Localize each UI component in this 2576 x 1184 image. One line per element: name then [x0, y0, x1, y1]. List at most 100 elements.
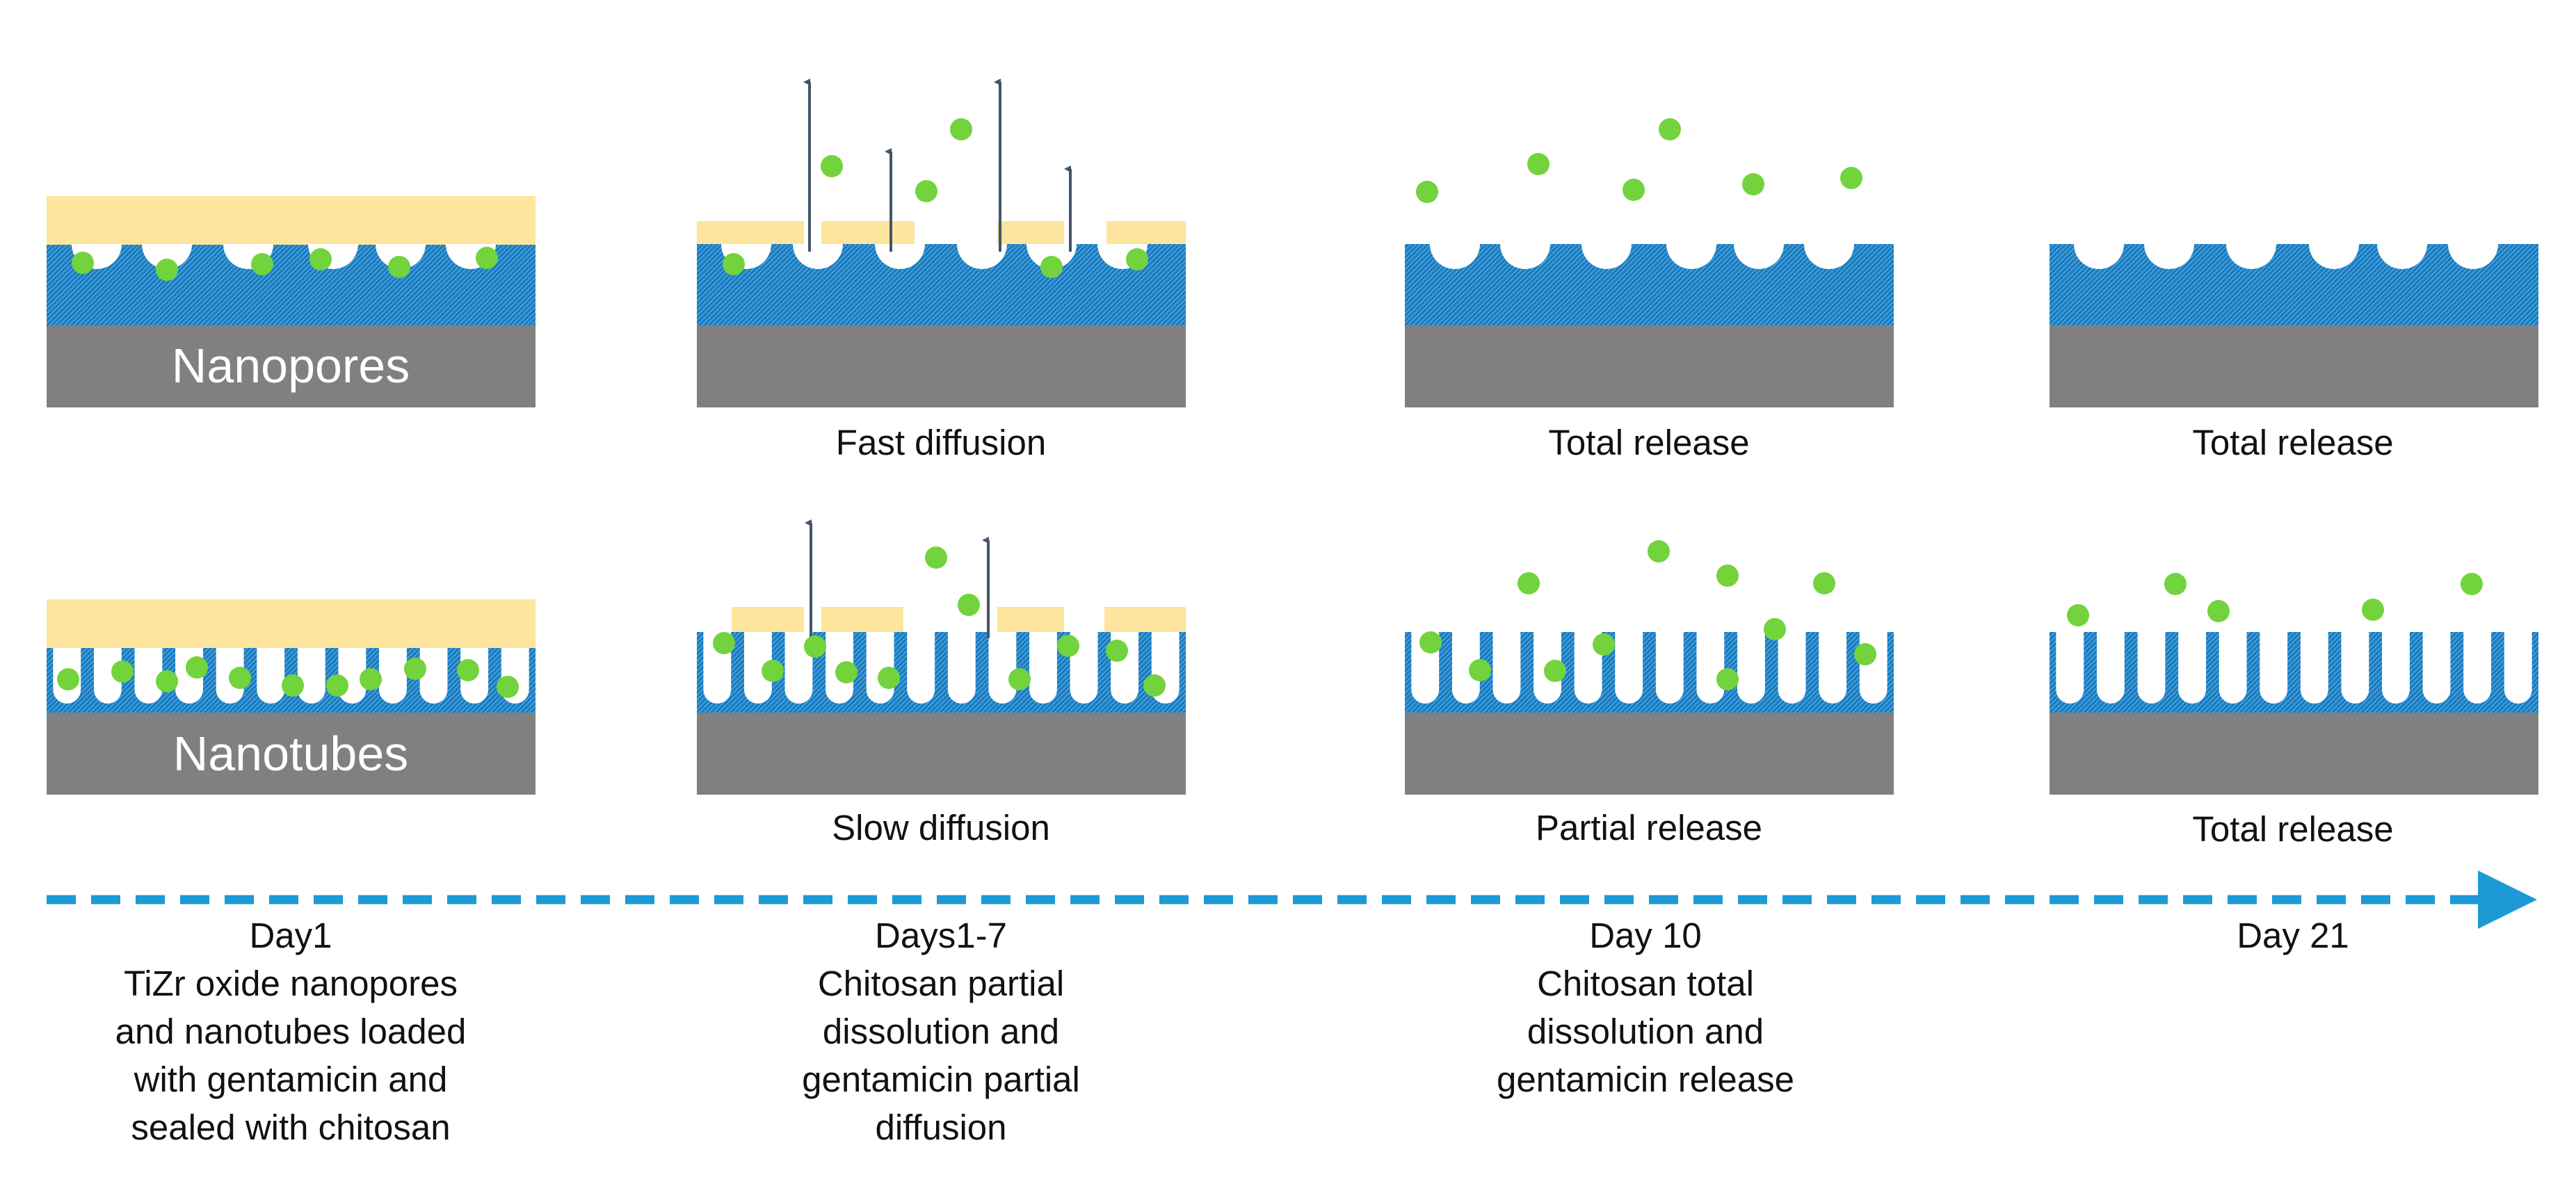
stage-caption: Slow diffusion: [832, 808, 1050, 848]
nanopores-stage-2: Fast diffusion: [697, 79, 1186, 462]
nanopores-row: Nanopores: [47, 79, 2538, 462]
nanotube: [743, 632, 772, 704]
stage-day-label: Day1: [249, 916, 332, 955]
gentamicin-particle: [1008, 668, 1031, 690]
gentamicin-particle: [1416, 181, 1438, 203]
nanopores-stage-4: Total release: [2050, 244, 2538, 462]
gentamicin-particle: [925, 546, 947, 569]
gentamicin-particle: [111, 660, 134, 683]
stage-caption: Total release: [1548, 423, 1749, 462]
drug-particles: [723, 118, 1148, 278]
timeline-stage-1: Day1 TiZr oxide nanopores and nanotubes …: [115, 916, 467, 1147]
substrate: [697, 713, 1186, 795]
gentamicin-particle: [1544, 660, 1566, 682]
chitosan-fragment: [1104, 607, 1186, 632]
gentamicin-particle: [72, 252, 94, 274]
stage-description-line: dissolution and: [1527, 1012, 1764, 1051]
nanotube: [1737, 632, 1765, 704]
pore: [1804, 244, 1854, 269]
nanotube: [257, 648, 285, 704]
chitosan-fragment: [1106, 221, 1186, 244]
nanotube: [907, 632, 935, 704]
pore: [1500, 244, 1550, 269]
gentamicin-particle: [762, 660, 784, 682]
timeline-arrowhead-icon: [2478, 870, 2537, 929]
drug-particles: [713, 546, 1166, 697]
nanotube: [1655, 632, 1684, 704]
nanotube: [1492, 632, 1521, 704]
gentamicin-particle: [282, 674, 304, 697]
timeline-stage-4: Day 21: [2237, 916, 2349, 955]
chitosan-fragment: [821, 221, 915, 244]
drug-particles: [72, 247, 498, 281]
pore: [793, 244, 843, 269]
stage-caption: Partial release: [1536, 808, 1762, 848]
nanotube: [2260, 632, 2288, 704]
substrate: [1405, 713, 1894, 795]
gentamicin-particle: [326, 674, 348, 697]
substrate: [1405, 325, 1894, 407]
stage-description-line: gentamicin release: [1497, 1060, 1794, 1099]
nanotube: [297, 648, 325, 704]
gentamicin-particle: [497, 676, 519, 698]
gentamicin-particle: [251, 253, 273, 275]
gentamicin-particle: [2362, 599, 2384, 621]
stage-caption: Total release: [2192, 809, 2393, 849]
nanotube: [2504, 632, 2532, 704]
gentamicin-particle: [1716, 668, 1739, 690]
substrate: [47, 325, 536, 407]
nanotube: [1615, 632, 1643, 704]
stage-description-line: sealed with chitosan: [131, 1108, 450, 1147]
gentamicin-particle: [1527, 153, 1549, 175]
nanopores-stage-3: Total release: [1405, 118, 1894, 462]
substrate: [697, 325, 1186, 407]
pore: [142, 244, 192, 269]
gentamicin-particle: [186, 656, 208, 679]
nanotubes-stage-4: Total release: [2050, 573, 2538, 849]
gentamicin-particle: [878, 667, 900, 689]
stage-description-line: diffusion: [875, 1108, 1006, 1147]
gentamicin-particle: [309, 248, 332, 270]
nanotube: [379, 648, 407, 704]
drug-particles: [1416, 118, 1862, 203]
substrate: [2050, 713, 2538, 795]
nanotube: [134, 648, 163, 704]
stage-description-line: dissolution and: [823, 1012, 1059, 1051]
pore: [2144, 244, 2194, 269]
gentamicin-particle: [1659, 118, 1681, 140]
nanotube: [2219, 632, 2247, 704]
nanotube: [93, 648, 122, 704]
nanotube: [1778, 632, 1806, 704]
nanotube: [1696, 632, 1725, 704]
nanotube: [1819, 632, 1847, 704]
chitosan-fragments: [697, 221, 1186, 244]
gentamicin-particle: [360, 668, 382, 690]
nanopores-stage-1: Nanopores: [47, 196, 536, 407]
gentamicin-particle: [2207, 600, 2230, 622]
gentamicin-particle: [476, 247, 498, 269]
gentamicin-particle: [804, 635, 826, 658]
nanotube: [2137, 632, 2166, 704]
pores: [1430, 244, 1854, 269]
gentamicin-particle: [1040, 256, 1063, 278]
gentamicin-particle: [457, 659, 479, 681]
pore: [957, 244, 1007, 269]
gentamicin-particle: [713, 632, 735, 654]
chitosan-layer: [47, 599, 536, 648]
gentamicin-particle: [958, 594, 980, 616]
nanotube: [1451, 632, 1480, 704]
nanotube: [2341, 632, 2369, 704]
gentamicin-particle: [1764, 618, 1786, 640]
nanotubes-stage-3: Partial release: [1405, 540, 1894, 848]
nanotube: [988, 632, 1017, 704]
gentamicin-particle: [229, 667, 251, 689]
chitosan-fragment: [697, 221, 804, 244]
gentamicin-particle: [1716, 565, 1739, 587]
stage-description-line: TiZr oxide nanopores: [124, 964, 458, 1003]
stage-description-line: and nanotubes loaded: [115, 1012, 467, 1051]
gentamicin-particle: [1593, 633, 1615, 656]
gentamicin-particle: [156, 259, 178, 281]
pore: [2448, 244, 2498, 269]
stage-description-line: Chitosan partial: [818, 964, 1064, 1003]
gentamicin-particle: [57, 668, 79, 690]
